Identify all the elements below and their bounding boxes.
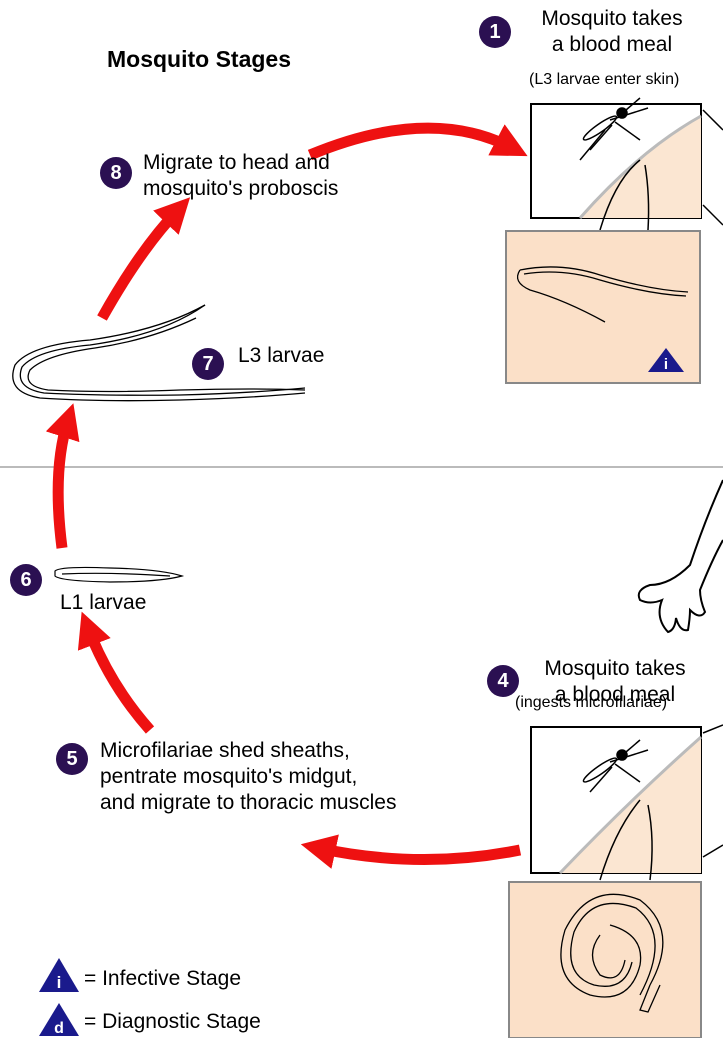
step-7-label: L3 larvae [238, 343, 324, 369]
legend-diagnostic-text: = Diagnostic Stage [84, 1009, 261, 1035]
svg-text:i: i [57, 973, 62, 992]
page-title: Mosquito Stages [107, 46, 291, 73]
arrow-6-to-7 [58, 420, 68, 548]
panel-4-mosquito [531, 725, 723, 880]
step-7-badge: 7 [192, 348, 224, 380]
step-8-label: Migrate to head and mosquito's proboscis [143, 150, 338, 202]
step-1-note: (L3 larvae enter skin) [529, 70, 679, 90]
legend-infective-text: = Infective Stage [84, 966, 241, 992]
panel-4-microfilaria [509, 882, 701, 1038]
step-8-badge: 8 [100, 157, 132, 189]
step-6-label: L1 larvae [60, 590, 146, 616]
step-5-label: Microfilariae shed sheaths, pentrate mos… [100, 738, 396, 816]
step-1-line1: Mosquito takes [512, 6, 712, 32]
arrow-4-to-5 [318, 848, 520, 860]
hand-icon [639, 480, 723, 632]
step-5-line3: and migrate to thoracic muscles [100, 790, 396, 816]
svg-text:d: d [54, 1020, 64, 1037]
step-5-line2: pentrate mosquito's midgut, [100, 764, 396, 790]
step-1-label: Mosquito takes a blood meal [512, 6, 712, 58]
step-6-badge: 6 [10, 564, 42, 596]
arrow-5-to-6 [88, 628, 150, 730]
step-1-badge: 1 [479, 16, 511, 48]
step-8-line2: mosquito's proboscis [143, 176, 338, 202]
panel-1-mosquito [531, 98, 723, 230]
l1-larva-drawing [55, 567, 182, 582]
arrow-8-to-1 [310, 128, 512, 155]
step-4-note: (ingests microfilariae) [515, 693, 667, 713]
svg-text:i: i [664, 356, 668, 373]
arrow-7-to-8 [102, 210, 178, 318]
step-8-line1: Migrate to head and [143, 150, 338, 176]
legend-icons: i d [39, 958, 79, 1037]
step-1-line2: a blood meal [512, 32, 712, 58]
step-5-line1: Microfilariae shed sheaths, [100, 738, 396, 764]
step-4-line1: Mosquito takes [520, 656, 710, 682]
panel-1-larva: i [506, 231, 700, 383]
step-5-badge: 5 [56, 743, 88, 775]
